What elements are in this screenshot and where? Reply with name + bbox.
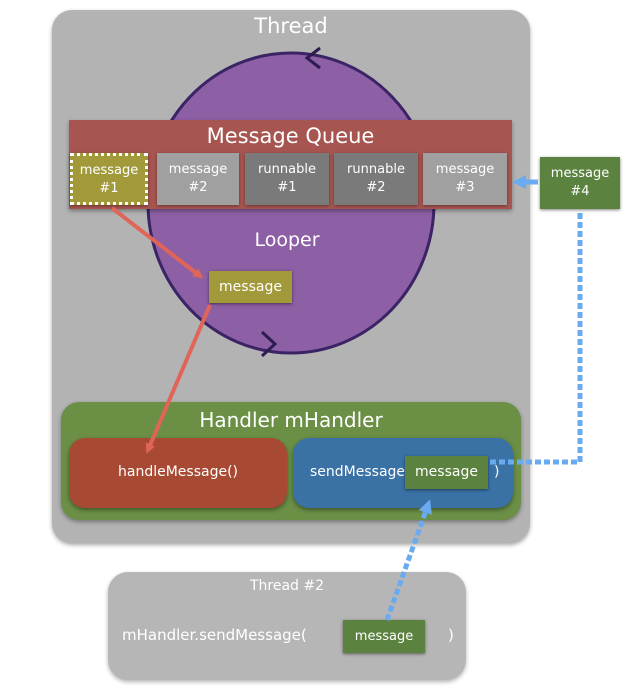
send-message-arg: message [405, 456, 488, 489]
looper-current-message: message [209, 271, 292, 303]
arrow-queue-to-looper [110, 206, 204, 279]
thread2-message-arg: message [343, 620, 425, 653]
arrow-send-to-incoming [490, 212, 583, 465]
thread-title: Thread [254, 14, 328, 38]
arrow-thread2-to-send [384, 499, 432, 621]
send-message-close: ) [494, 464, 500, 480]
looper-label: Looper [254, 229, 320, 251]
handle-message-label: handleMessage() [118, 464, 238, 480]
queue-item-message-1: message #1 [70, 153, 148, 205]
queue-item-runnable-1: runnable #1 [245, 153, 329, 205]
thread2-close: ) [448, 626, 454, 644]
thread2-title: Thread #2 [249, 578, 325, 594]
queue-item-message-3: message #3 [423, 153, 507, 205]
handle-message-box [69, 438, 287, 508]
queue-item-message-2: message #2 [157, 153, 239, 205]
loop-arrow-top-icon [304, 46, 321, 70]
queue-item-runnable-2: runnable #2 [334, 153, 418, 205]
thread2-call: mHandler.sendMessage( [122, 626, 307, 644]
handler-title: Handler mHandler [199, 408, 383, 432]
send-message-label: sendMessage( [310, 464, 411, 480]
incoming-message-4: message #4 [540, 157, 620, 209]
loop-arrow-bottom-icon [260, 330, 278, 358]
message-queue-title: Message Queue [206, 124, 375, 148]
arrow-looper-to-handle [145, 304, 212, 454]
